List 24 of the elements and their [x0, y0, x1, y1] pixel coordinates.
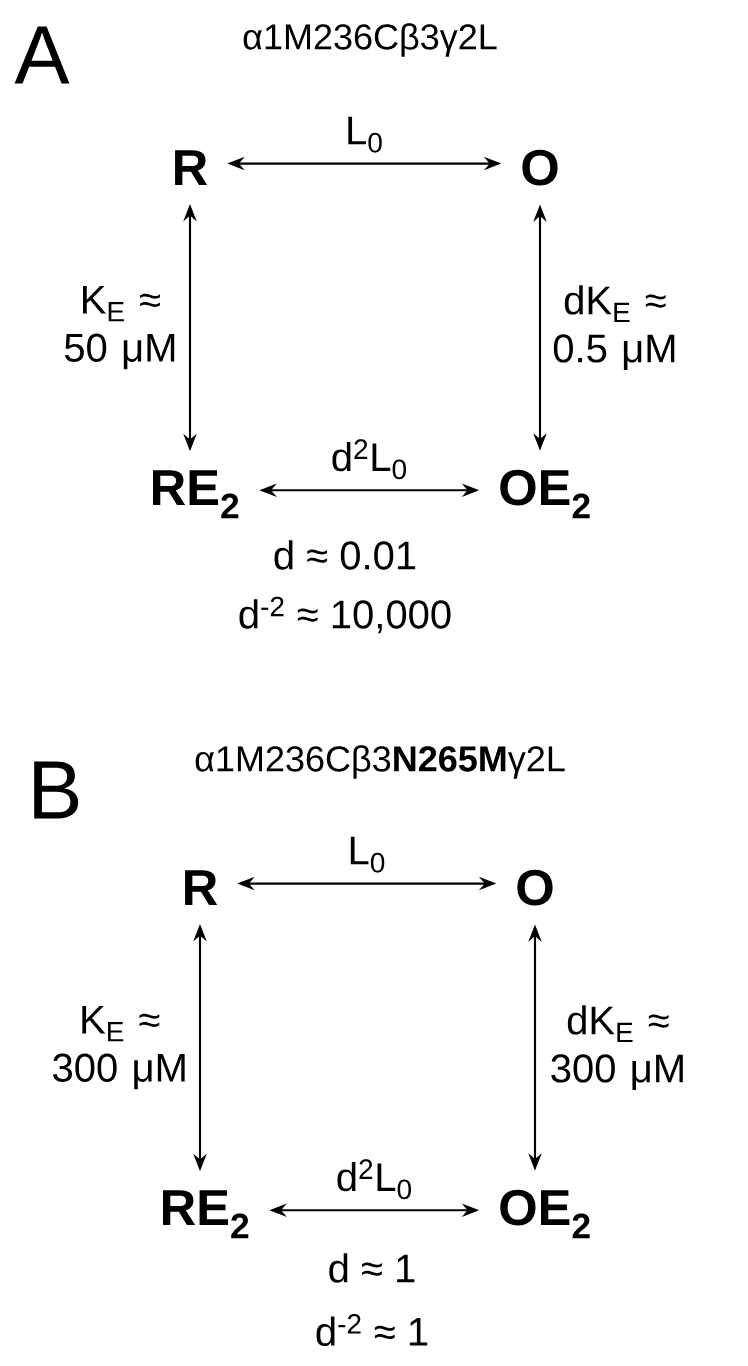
panel-letter: B [34, 761, 79, 819]
edge-label: K$_{E}$ ≈ 300 μM [53, 1006, 185, 1090]
coupling-note: d$^{-2}$ ≈ 1 [316, 1314, 428, 1346]
state-label: R [175, 150, 208, 185]
coupling-note: d ≈ 1 [329, 1253, 415, 1283]
state-label: O [522, 149, 558, 186]
state-label: O [517, 869, 553, 906]
edge-label: L$_{0}$ [350, 836, 385, 873]
panel-letter: A [14, 26, 70, 84]
coupling-note: d$^{-2}$ ≈ 10,000 [239, 596, 451, 634]
construct-title: α1M236Cβ3N265Mγ2L [195, 745, 565, 779]
coupling-note: d ≈ 0.01 [274, 540, 416, 570]
state-label: R [185, 870, 218, 905]
edge-label: L$_{0}$ [348, 116, 382, 153]
edge-label: dK$_{E}$ ≈ 300 μM [551, 1005, 683, 1090]
state-label: OE$_{2}$ [500, 469, 590, 519]
state-label: RE$_{2}$ [153, 470, 239, 519]
edge-label: d$^{2}$L$_{0}$ [337, 1159, 411, 1200]
construct-title: α1M236Cβ3γ2L [243, 23, 497, 57]
state-label: OE$_{2}$ [500, 1189, 590, 1239]
edge-label: K$_{E}$ ≈ 50 μM [64, 286, 175, 370]
state-label: RE$_{2}$ [163, 1190, 249, 1239]
edge-label: dK$_{E}$ ≈ 0.5 μM [553, 285, 675, 370]
edge-label: d$^{2}$L$_{0}$ [332, 439, 406, 480]
